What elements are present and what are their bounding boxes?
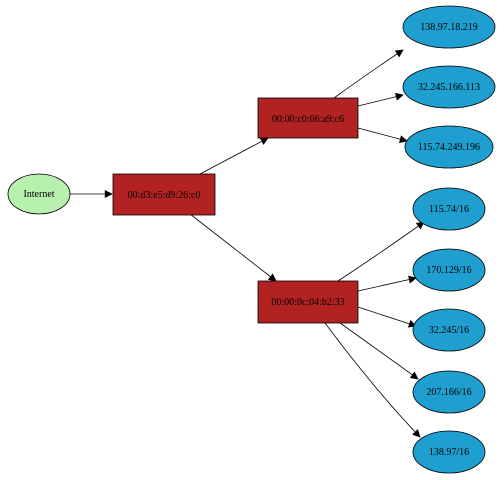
network-node-2-label: 170.129/16 bbox=[426, 265, 471, 276]
network-node-5-shape bbox=[412, 430, 486, 474]
network-node-3-label: 32.245/16 bbox=[429, 325, 469, 336]
host-node-2-shape bbox=[402, 65, 496, 109]
edge-switch-lower-to-net-4 bbox=[339, 322, 419, 380]
host-node-3-label: 115.74.249.196 bbox=[418, 142, 480, 153]
switch-node-root-label: 00:d3:e5:d9:26:c0 bbox=[128, 190, 201, 201]
switch-node-lower-label: 00:00:0c:04:b2:33 bbox=[271, 297, 344, 308]
network-node-5[interactable]: 138.97/16 bbox=[412, 430, 486, 474]
network-node-2-shape bbox=[412, 248, 486, 292]
network-node-3[interactable]: 32.245/16 bbox=[412, 308, 486, 352]
edge-switch-lower-to-net-3 bbox=[357, 306, 417, 328]
edge-switch-lower-to-net-1 bbox=[337, 221, 425, 282]
switch-node-upper-box bbox=[257, 97, 359, 139]
host-node-3-shape bbox=[404, 125, 494, 169]
host-node-1[interactable]: 138.97.18.219 bbox=[402, 5, 496, 49]
switch-node-root[interactable]: 00:d3:e5:d9:26:c0 bbox=[112, 173, 216, 216]
host-node-1-label: 138.97.18.219 bbox=[420, 22, 478, 33]
network-node-5-label: 138.97/16 bbox=[429, 447, 469, 458]
internet-node[interactable]: Internet bbox=[7, 173, 71, 215]
edge-switch-lower-to-net-5 bbox=[324, 322, 421, 438]
switch-node-lower-box bbox=[257, 280, 359, 324]
edge-switch-upper-to-host-1 bbox=[333, 49, 404, 99]
edges bbox=[70, 49, 425, 438]
host-node-2[interactable]: 32.245.166.113 bbox=[402, 65, 496, 109]
network-node-4[interactable]: 207.166/16 bbox=[412, 370, 486, 414]
host-node-2-label: 32.245.166.113 bbox=[418, 82, 480, 93]
host-node-3[interactable]: 115.74.249.196 bbox=[404, 125, 494, 169]
network-node-4-label: 207.166/16 bbox=[426, 387, 471, 398]
edge-switch-upper-to-host-2 bbox=[357, 92, 404, 107]
network-node-1[interactable]: 115.74/16 bbox=[412, 187, 486, 231]
edge-switch-root-to-switch-upper bbox=[199, 137, 269, 175]
switch-node-upper[interactable]: 00:00:c0:66:a9:c6 bbox=[257, 97, 359, 139]
internet-node-shape bbox=[7, 173, 71, 215]
switch-node-root-box bbox=[112, 173, 216, 216]
host-node-1-shape bbox=[402, 5, 496, 49]
edge-switch-root-to-switch-lower bbox=[189, 213, 277, 282]
network-node-3-shape bbox=[412, 308, 486, 352]
internet-node-label: Internet bbox=[23, 189, 54, 200]
edge-switch-upper-to-host-3 bbox=[357, 127, 408, 144]
network-node-1-shape bbox=[412, 187, 486, 231]
network-node-4-shape bbox=[412, 370, 486, 414]
network-node-1-label: 115.74/16 bbox=[429, 204, 469, 215]
network-node-2[interactable]: 170.129/16 bbox=[412, 248, 486, 292]
switch-node-upper-label: 00:00:c0:66:a9:c6 bbox=[272, 114, 344, 125]
edge-switch-lower-to-net-2 bbox=[357, 275, 417, 292]
switch-node-lower[interactable]: 00:00:0c:04:b2:33 bbox=[257, 280, 359, 324]
